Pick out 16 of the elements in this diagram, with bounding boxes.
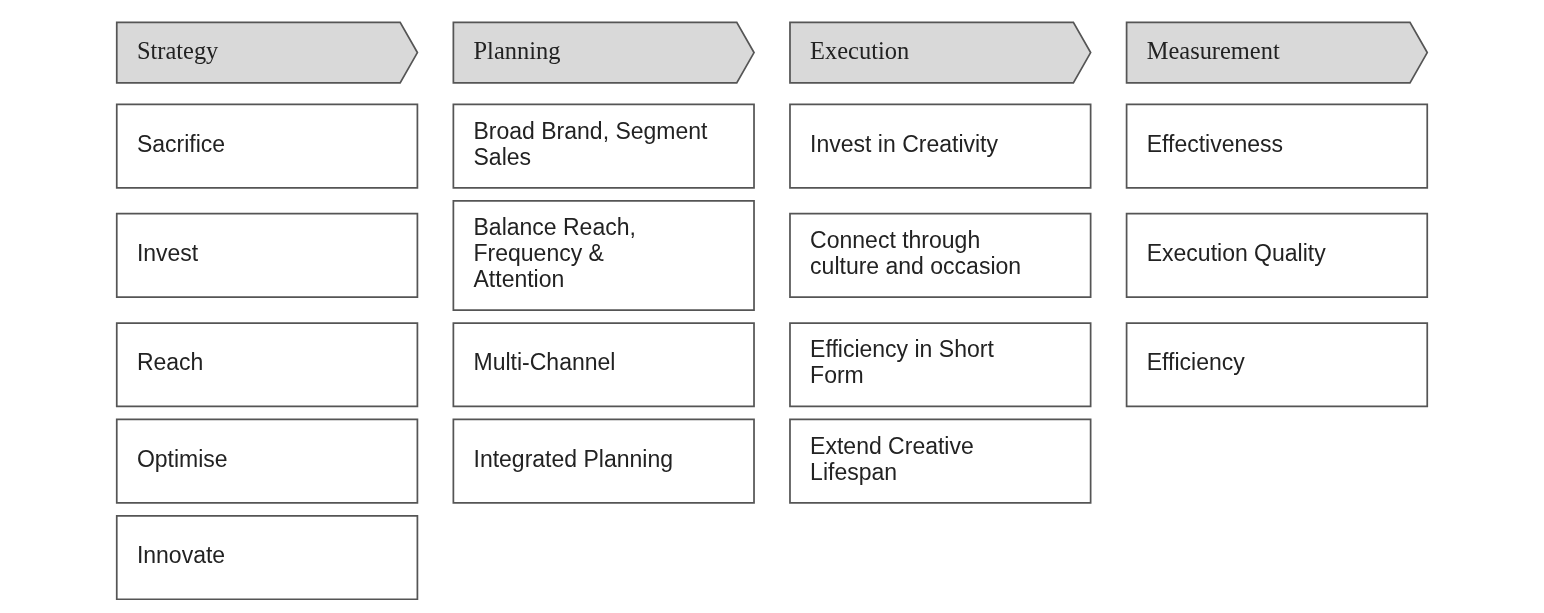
node-box: Balance Reach, Frequency & Attention	[452, 199, 755, 311]
node-box: Execution Quality	[1125, 212, 1429, 298]
node-box: Invest	[115, 212, 419, 298]
node-box: Sacrifice	[115, 103, 419, 189]
node-box: Optimise	[115, 418, 419, 504]
node-box: Invest in Creativity	[789, 103, 1092, 189]
node-box: Effectiveness	[1125, 103, 1429, 189]
node-box: Broad Brand, Segment Sales	[452, 103, 755, 189]
node-box: Efficiency	[1125, 322, 1429, 408]
node-box: Multi-Channel	[452, 322, 755, 408]
node-box: Innovate	[115, 514, 419, 601]
node-box: Extend Creative Lifespan	[789, 418, 1092, 504]
node-box: Reach	[115, 322, 419, 408]
node-box: Connect through culture and occasion	[789, 212, 1092, 298]
node-box: Efficiency in Short Form	[789, 322, 1092, 408]
node-box: Integrated Planning	[452, 418, 755, 504]
